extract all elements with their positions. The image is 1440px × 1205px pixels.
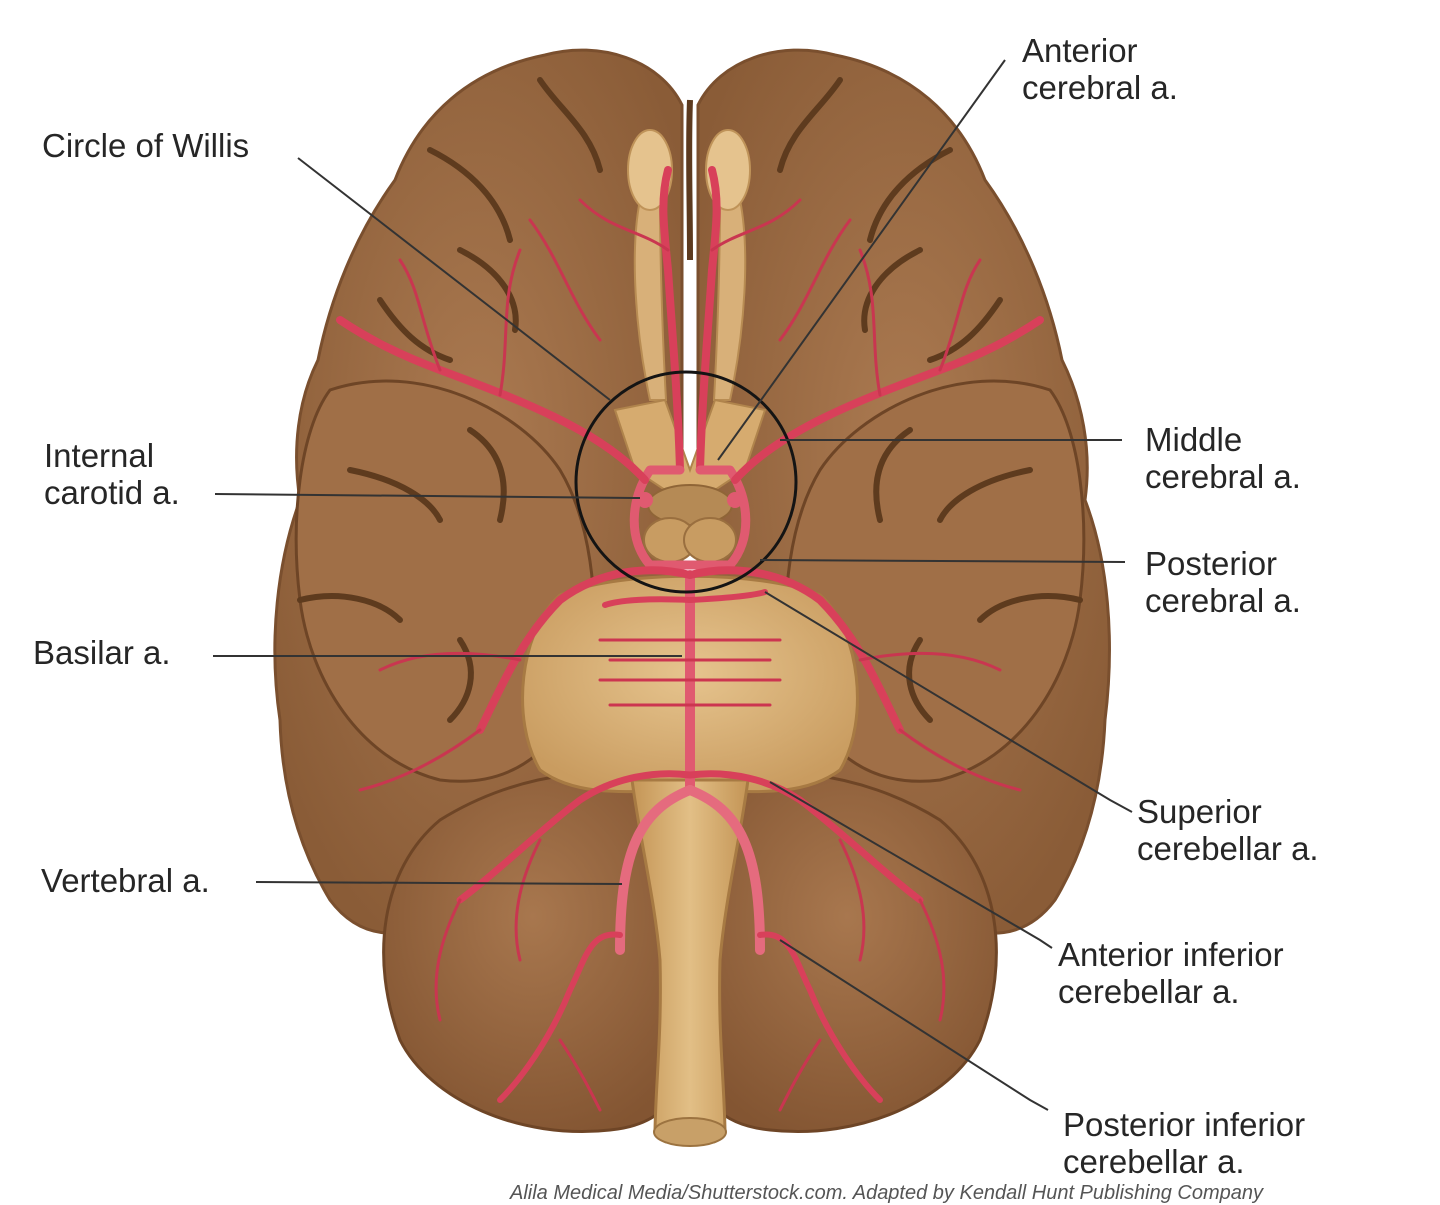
sulci bbox=[297, 77, 1083, 723]
label-posterior-inferior-cerebellar-line1: Posterior inferior bbox=[1063, 1106, 1306, 1143]
arteries bbox=[336, 166, 1044, 1112]
label-superior-cerebellar-line1: Superior bbox=[1137, 793, 1262, 830]
image-credit: Alila Medical Media/Shutterstock.com. Ad… bbox=[510, 1182, 1263, 1204]
label-posterior-inferior-cerebellar-line2: cerebellar a. bbox=[1063, 1143, 1245, 1180]
leader-vertebral bbox=[255, 881, 623, 885]
label-internal-carotid-line1: Internal bbox=[44, 437, 155, 474]
right-cerebellar-hemisphere bbox=[696, 771, 998, 1134]
label-middle-cerebral-line2: cerebral a. bbox=[1145, 458, 1301, 495]
leader-circle-of-willis bbox=[297, 157, 611, 401]
label-vertebral-text: Vertebral a. bbox=[41, 862, 210, 899]
leader-anterior-cerebral bbox=[717, 59, 1006, 461]
label-anterior-cerebral-line2: cerebral a. bbox=[1022, 69, 1178, 106]
leader-lines bbox=[213, 59, 1133, 1111]
label-vertebral: Vertebral a. bbox=[41, 862, 210, 899]
label-circle-of-willis-text: Circle of Willis bbox=[42, 127, 250, 164]
label-superior-cerebellar: Superior cerebellar a. bbox=[1137, 793, 1319, 867]
label-posterior-cerebral-line2: cerebral a. bbox=[1145, 582, 1301, 619]
middle-cerebral-artery-right bbox=[731, 316, 1044, 484]
label-anterior-inferior-cerebellar-line2: cerebellar a. bbox=[1058, 973, 1240, 1010]
posterior-inferior-cerebellar-artery-right bbox=[757, 931, 883, 1103]
left-cerebellar-hemisphere bbox=[382, 771, 684, 1134]
cortical-branches bbox=[358, 198, 1022, 1112]
label-middle-cerebral: Middle cerebral a. bbox=[1145, 421, 1301, 495]
posterior-inferior-cerebellar-artery-left bbox=[497, 931, 623, 1103]
anterior-cerebral-artery-left bbox=[659, 166, 684, 474]
leader-superior-cerebellar bbox=[764, 591, 1133, 813]
right-internal-carotid-stump bbox=[727, 492, 743, 508]
vertebral-artery-right bbox=[685, 785, 765, 955]
label-posterior-cerebral-line1: Posterior bbox=[1145, 545, 1278, 582]
label-anterior-inferior-cerebellar-line1: Anterior inferior bbox=[1058, 936, 1284, 973]
label-anterior-inferior-cerebellar: Anterior inferior cerebellar a. bbox=[1058, 936, 1284, 1010]
pontine-branches bbox=[598, 638, 782, 707]
leader-anterior-inferior-cerebellar bbox=[769, 781, 1053, 949]
label-internal-carotid: Internal carotid a. bbox=[44, 437, 180, 511]
left-internal-carotid-stump bbox=[637, 492, 653, 508]
anterior-cerebral-artery-right bbox=[696, 166, 721, 474]
label-anterior-cerebral: Anterior cerebral a. bbox=[1022, 32, 1178, 106]
label-circle-of-willis: Circle of Willis bbox=[42, 127, 249, 164]
superior-cerebellar-artery-left bbox=[602, 596, 693, 608]
label-basilar-text: Basilar a. bbox=[33, 634, 171, 671]
posterior-cerebral-artery-left bbox=[476, 566, 694, 734]
anterior-inferior-cerebellar-artery-left bbox=[456, 770, 694, 904]
circle-of-willis-highlight bbox=[574, 370, 798, 594]
label-superior-cerebellar-line2: cerebellar a. bbox=[1137, 830, 1319, 867]
posterior-cerebral-artery-right bbox=[686, 566, 904, 734]
brainstem bbox=[521, 129, 859, 1147]
label-middle-cerebral-line1: Middle bbox=[1145, 421, 1243, 458]
leader-posterior-cerebral bbox=[759, 559, 1126, 563]
longitudinal-fissure bbox=[686, 99, 693, 261]
spinal-cord-section bbox=[653, 1117, 727, 1147]
right-cerebral-peduncle bbox=[683, 517, 737, 563]
label-basilar: Basilar a. bbox=[33, 634, 171, 671]
vertebral-artery-left bbox=[615, 785, 695, 955]
label-anterior-cerebral-line1: Anterior bbox=[1022, 32, 1138, 69]
leader-internal-carotid bbox=[214, 493, 641, 499]
leader-posterior-inferior-cerebellar bbox=[779, 939, 1049, 1111]
superior-cerebellar-artery-right bbox=[687, 589, 768, 603]
middle-cerebral-artery-left bbox=[336, 316, 649, 484]
cerebellum bbox=[382, 771, 998, 1134]
label-posterior-cerebral: Posterior cerebral a. bbox=[1145, 545, 1301, 619]
label-internal-carotid-line2: carotid a. bbox=[44, 474, 180, 511]
label-posterior-inferior-cerebellar: Posterior inferior cerebellar a. bbox=[1063, 1106, 1305, 1180]
circle-of-willis-vessels bbox=[629, 465, 751, 570]
